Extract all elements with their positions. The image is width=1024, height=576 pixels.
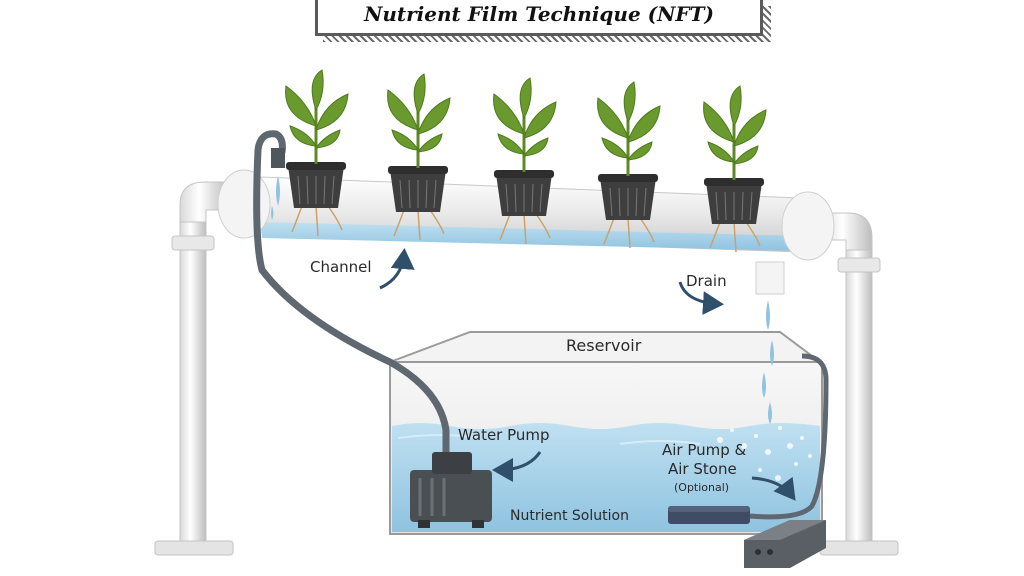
net-pot-rim [598,174,658,182]
air-bubbles [717,426,812,481]
plant-net-pot [285,69,349,237]
plant-leaf [523,137,549,157]
plant-roots [709,221,761,253]
plant-leaf [627,105,661,143]
net-pot-slot [715,191,719,221]
plant-leaf [733,109,767,147]
plant-leaf [519,77,532,120]
plant-leaf [707,141,735,163]
net-pot-slot [408,179,411,209]
reservoir-label: Reservoir [566,336,642,355]
plant-leaf [417,133,443,153]
plant-leaf [417,97,451,135]
plant-leaf [623,81,636,124]
air-pump-label-line1: Air Pump & [662,441,747,459]
plant-leaf [315,93,349,131]
net-pot-rim [704,178,764,186]
net-pot-slot [399,179,403,209]
net-pot-rim [286,162,346,170]
plants-layer [285,69,767,253]
net-pot-slot [618,187,621,217]
net-pot-slot [539,183,543,213]
plant-roots [499,213,551,245]
plant-leaf [391,129,419,151]
net-pot-slot [514,183,517,213]
plant-leaf [733,145,759,165]
net-pot-slot [724,191,727,221]
plant-net-pot [597,81,661,249]
plant-leaf [387,89,419,131]
net-pot-rim [388,166,448,174]
right-support-stand [819,212,899,556]
plant-leaf [493,93,525,135]
net-pot-slot [425,179,428,209]
air-hose [749,353,829,520]
net-pot-slot [306,175,309,205]
drain-arrow [678,281,724,316]
plant-leaf [311,69,324,112]
optional-label: (Optional) [674,481,730,494]
water-pump-label: Water Pump [458,426,550,444]
air-pump [744,520,826,568]
diagram-title: Nutrient Film Technique (NFT) [364,2,714,26]
title-box: Nutrient Film Technique (NFT) [315,0,763,36]
drain-label: Drain [686,272,727,290]
inflow-drips [271,176,280,220]
reservoir-tank [389,331,823,535]
plant-leaf [597,97,629,139]
water-hose [253,130,450,458]
channel-label: Channel [310,258,372,276]
drain-spout [755,261,785,424]
net-pot-slot [741,191,744,221]
net-pot-slot [609,187,613,217]
plant-net-pot [387,73,451,241]
net-pot-slot [643,187,647,217]
plant-leaf [285,85,317,127]
plant-leaf [413,73,426,116]
air-pump-label-line2: Air Stone [668,460,737,478]
plant-roots [603,217,655,249]
net-pot-slot [531,183,534,213]
plant-net-pot [703,85,767,253]
plant-leaf [601,137,629,159]
net-pot-slot [635,187,638,217]
plant-roots [393,209,445,241]
plant-leaf [497,133,525,155]
net-pot-slot [297,175,301,205]
plant-roots [291,205,343,237]
plant-leaf [703,101,735,143]
plant-leaf [289,125,317,147]
net-pot-slot [505,183,509,213]
water-pump-arrow [492,451,542,482]
net-pot-slot [331,175,335,205]
plant-leaf [627,141,653,161]
net-pot-slot [323,175,326,205]
hose-nozzle [271,148,285,168]
left-support-stand [154,181,234,556]
air-stone [668,506,750,524]
plant-net-pot [493,77,557,245]
channel-arrow [379,248,415,290]
plant-leaf [729,85,742,128]
water-pump [410,452,492,528]
nutrient-solution-label: Nutrient Solution [510,508,629,524]
net-pot-rim [494,170,554,178]
net-pot-slot [433,179,437,209]
plant-leaf [315,129,341,149]
plant-leaf [523,101,557,139]
air-pump-arrow [751,476,796,501]
net-pot-slot [749,191,753,221]
